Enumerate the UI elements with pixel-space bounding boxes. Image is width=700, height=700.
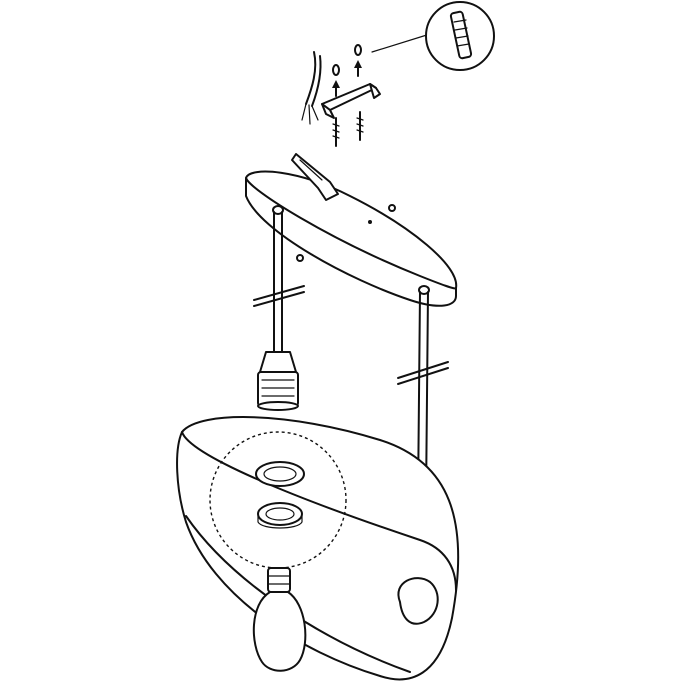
suspension-rods	[253, 205, 449, 501]
detail-callout	[371, 1, 495, 71]
lamp-holder	[257, 351, 299, 411]
mounting-bracket	[321, 83, 381, 119]
ceiling-canopy	[245, 153, 458, 307]
supply-cable	[301, 51, 322, 125]
cable-entry-icon	[291, 153, 339, 201]
bulb-left-icon	[252, 567, 307, 672]
rod-left	[253, 205, 305, 353]
oval-shade	[176, 416, 460, 681]
wall-plug-detail-icon	[449, 10, 473, 60]
wall-plugs	[332, 44, 362, 97]
bulb-right-icon	[397, 577, 439, 625]
light-bulbs	[252, 567, 439, 672]
screws	[332, 111, 364, 147]
detail-magnifier	[209, 431, 347, 569]
